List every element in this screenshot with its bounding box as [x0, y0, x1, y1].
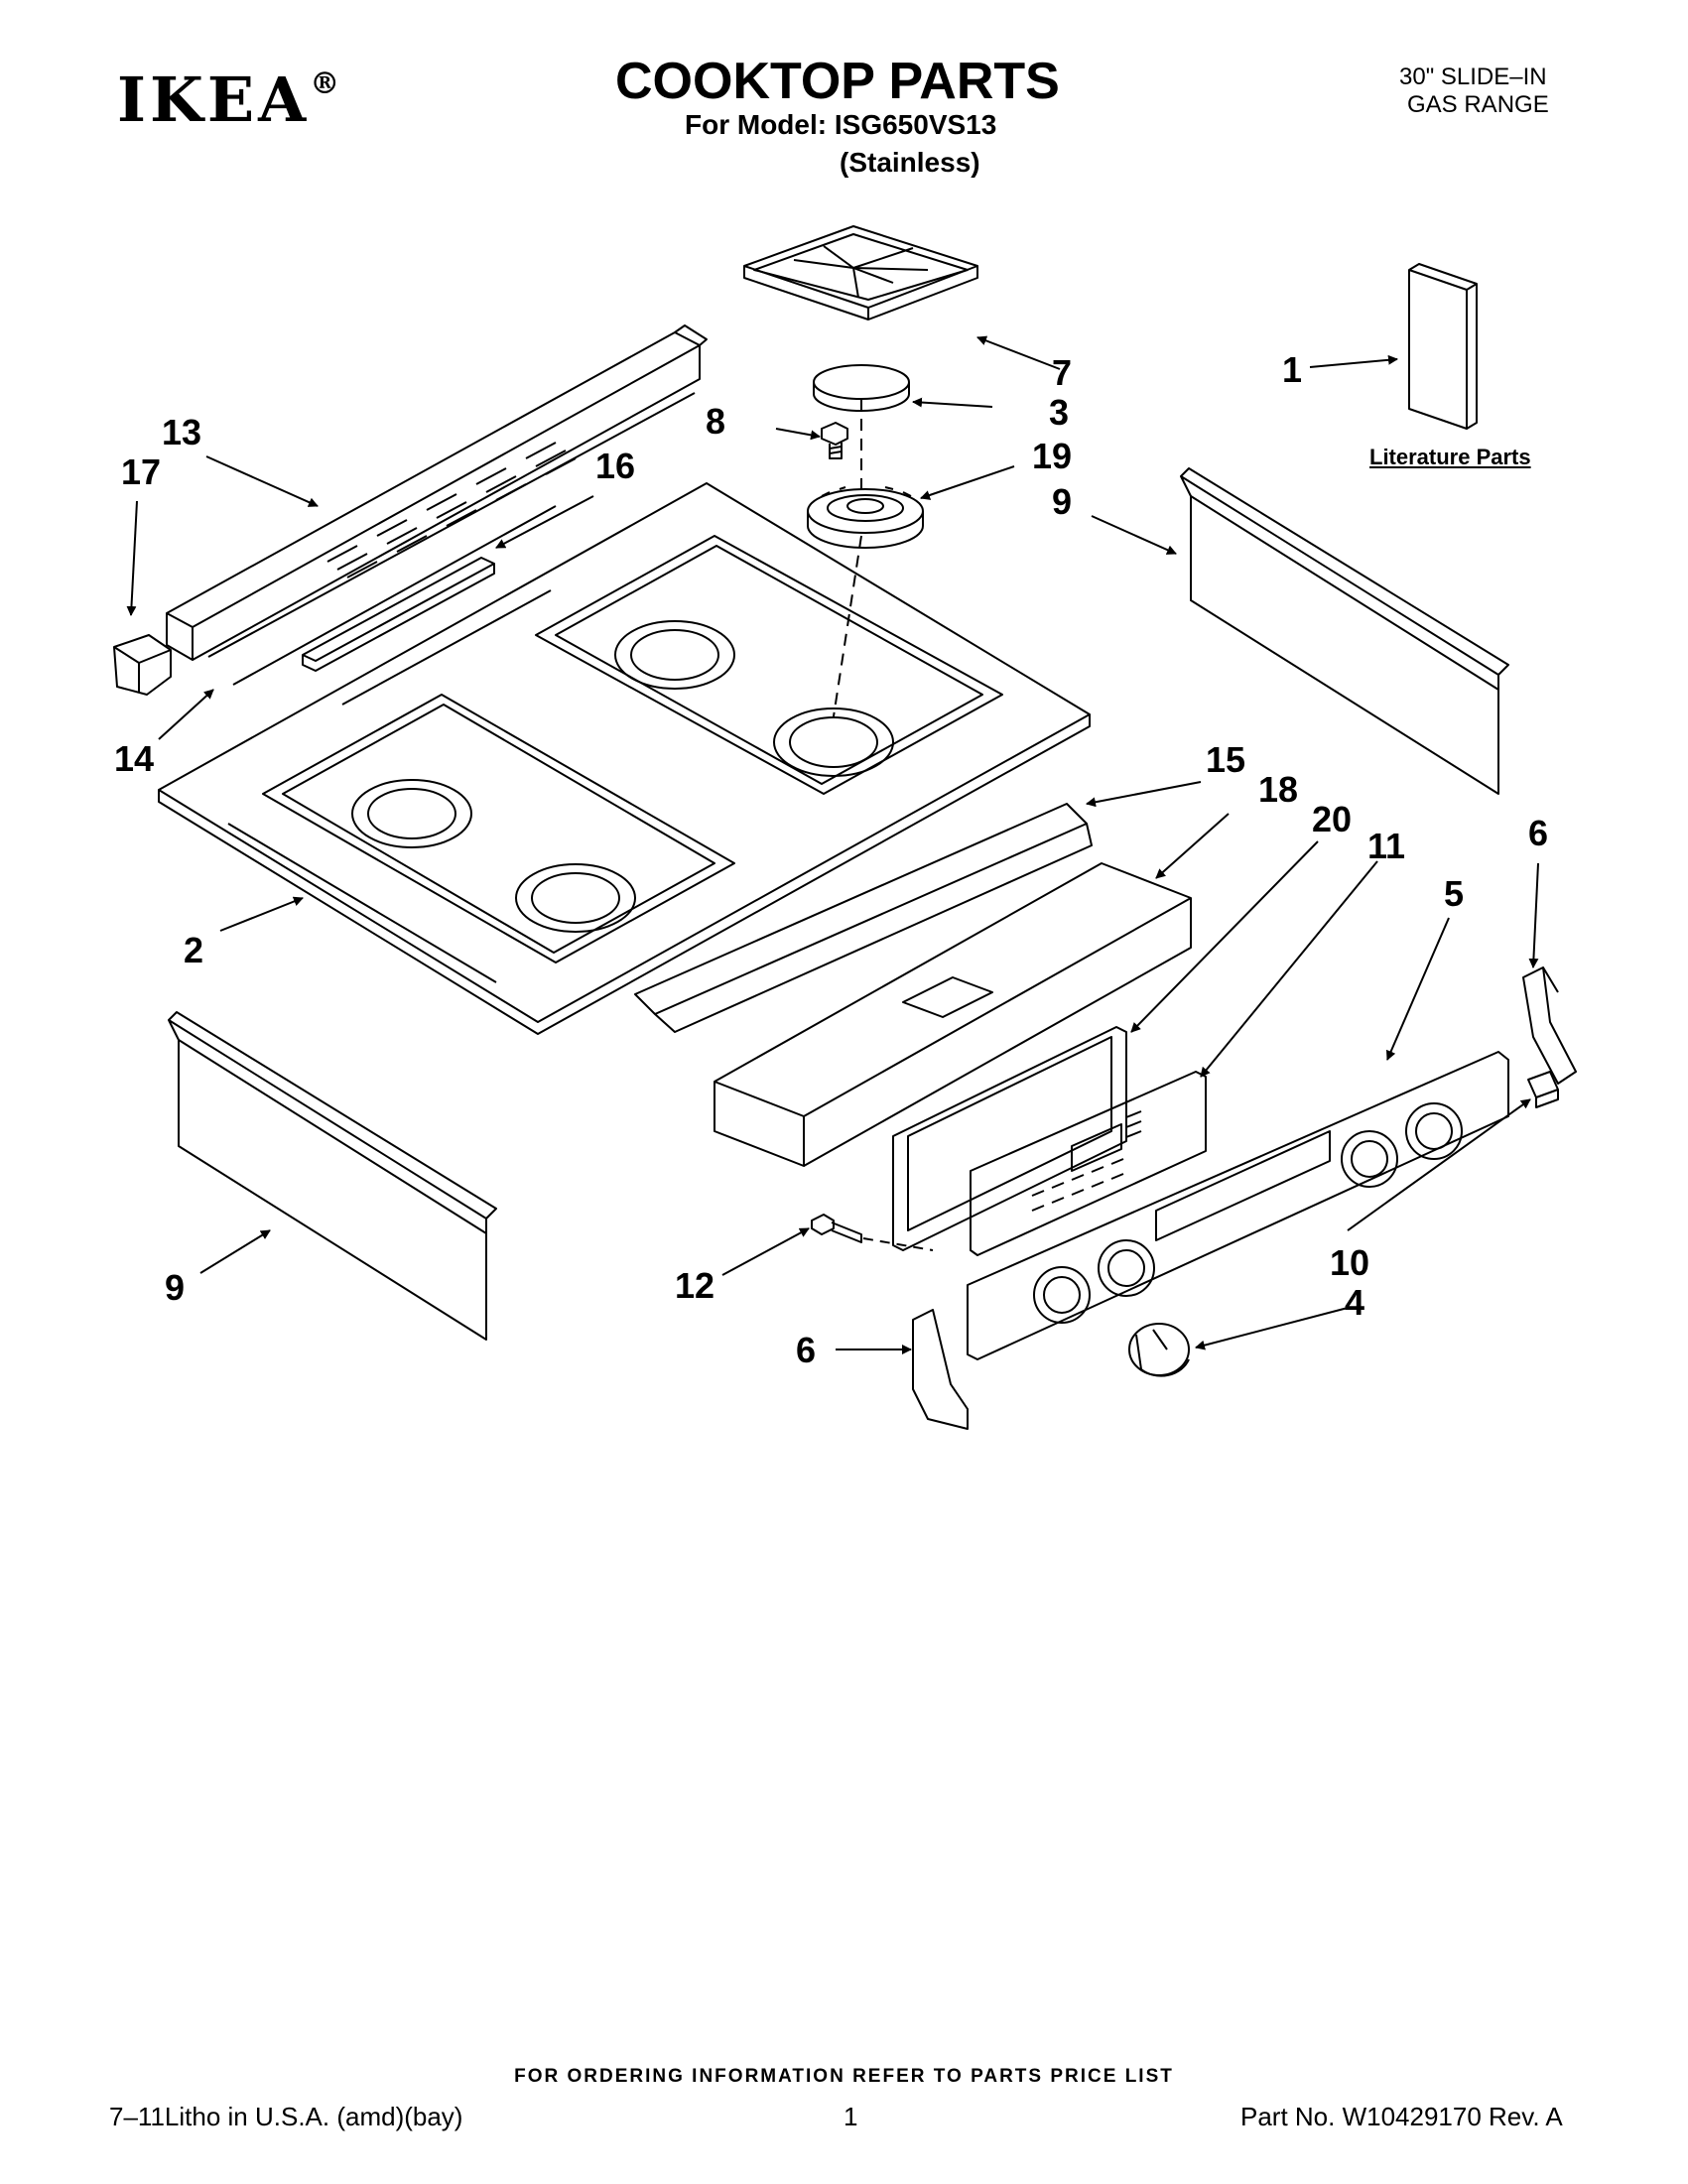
range-type-line-1: 30" SLIDE–IN: [1399, 64, 1547, 90]
page-title: COOKTOP PARTS: [615, 53, 1060, 110]
end-bracket-right: [1522, 966, 1577, 1085]
control-channel: [714, 862, 1192, 1167]
callout-1: 1: [1282, 349, 1302, 390]
burner-grate: [743, 225, 978, 321]
callout-3: 3: [1049, 392, 1069, 433]
callout-6-left: 6: [796, 1330, 816, 1370]
mounting-screw: [811, 1214, 934, 1251]
exploded-parts-diagram: 1 2 3 4 5 6 6 7 8 9 9 10 11 12 13 14 15 …: [113, 225, 1577, 1430]
callout-19: 19: [1032, 436, 1072, 476]
callout-5: 5: [1444, 873, 1464, 914]
finish-label: (Stainless): [840, 147, 980, 178]
control-knob: [1128, 1323, 1190, 1377]
callout-8: 8: [706, 401, 725, 442]
screw: [821, 422, 848, 459]
end-bracket-left: [912, 1309, 969, 1430]
callout-13: 13: [162, 412, 201, 452]
callout-4: 4: [1345, 1282, 1364, 1323]
range-type-line-2: GAS RANGE: [1407, 91, 1549, 118]
callout-20: 20: [1312, 799, 1352, 839]
callout-10: 10: [1330, 1242, 1369, 1283]
burner-base: [807, 486, 924, 549]
literature-parts-label: Literature Parts: [1369, 445, 1531, 469]
part-number: Part No. W10429170 Rev. A: [1240, 2102, 1563, 2131]
callout-9-left: 9: [165, 1267, 185, 1308]
callout-2: 2: [184, 930, 203, 970]
ordering-info: FOR ORDERING INFORMATION REFER TO PARTS …: [514, 2066, 1174, 2087]
callout-7: 7: [1052, 352, 1072, 393]
page-number: 1: [844, 2102, 858, 2131]
callout-15: 15: [1206, 739, 1245, 780]
end-cap: [113, 634, 172, 696]
brand-name: IKEA: [117, 64, 311, 136]
rear-trim: [166, 324, 708, 661]
callout-14: 14: [114, 738, 154, 779]
callout-6-right: 6: [1528, 813, 1548, 853]
callout-12: 12: [675, 1265, 714, 1306]
callout-17: 17: [121, 451, 161, 492]
callout-9-right: 9: [1052, 481, 1072, 522]
brand-mark: ®: [310, 66, 340, 101]
callout-18: 18: [1258, 769, 1298, 810]
callout-11: 11: [1367, 826, 1405, 866]
touch-control-board: [970, 1071, 1207, 1256]
control-panel: [967, 1051, 1509, 1360]
litho-note: 7–11Litho in U.S.A. (amd)(bay): [109, 2102, 463, 2131]
vent-strip: [302, 557, 495, 672]
side-panel-right: [1180, 467, 1509, 795]
model-line: For Model: ISG650VS13: [685, 109, 997, 140]
literature-booklet: [1408, 263, 1478, 430]
cooktop-panel: [158, 482, 1091, 1035]
callout-16: 16: [595, 446, 635, 486]
rocker-switch: [1527, 1071, 1559, 1108]
side-panel-left: [168, 1011, 497, 1341]
front-bracket: [634, 803, 1093, 1033]
brand-logo: IKEA®: [117, 69, 339, 131]
control-frame: [892, 1026, 1127, 1251]
